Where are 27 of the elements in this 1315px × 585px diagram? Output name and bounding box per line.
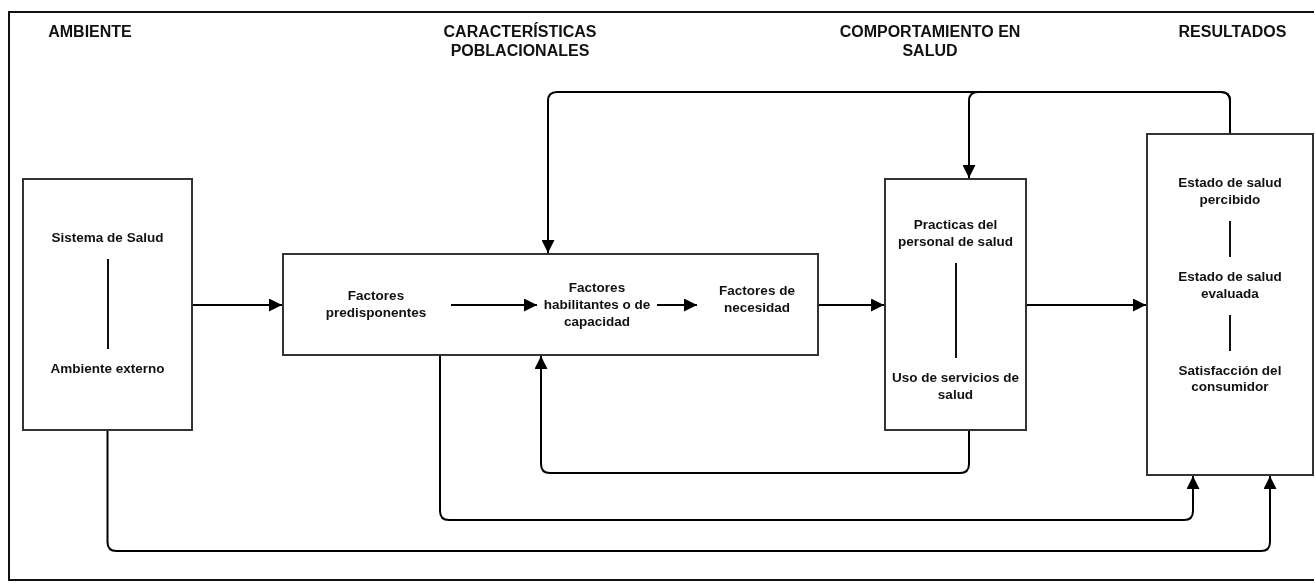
node-text: Ambiente externo [49, 360, 166, 378]
node-text: Uso de servicios de salud [891, 369, 1020, 404]
node-text: Satisfacción del consumidor [1177, 362, 1283, 397]
process-box [884, 178, 1027, 431]
arrow [818, 298, 885, 312]
node-text: Estado de salud percibido [1177, 175, 1283, 209]
arrow [534, 355, 970, 474]
arrow [106, 430, 1277, 552]
factor-text: Factores de necesidad [697, 283, 817, 317]
node-text: Practicas del personal de salud [897, 217, 1014, 251]
process-box [1146, 133, 1314, 476]
node-text: Estado de salud evaluada [1177, 268, 1283, 303]
arrow [656, 298, 698, 312]
process-box [282, 253, 819, 356]
factor-text: Factores habilitantes o de capacidad [537, 279, 657, 331]
process-box [22, 178, 193, 431]
arrow [192, 298, 283, 312]
section-heading: CARACTERÍSTICAS POBLACIONALES [442, 22, 598, 61]
arrow [962, 91, 1231, 179]
arrow [439, 355, 1200, 521]
node-text: Sistema de Salud [50, 230, 165, 247]
section-heading: COMPORTAMIENTO EN SALUD [838, 22, 1022, 61]
arrow [1026, 298, 1147, 312]
section-heading: AMBIENTE [47, 22, 133, 42]
arrow [450, 298, 538, 312]
section-heading: RESULTADOS [1177, 22, 1288, 42]
factor-text: Factores predisponentes [301, 288, 451, 322]
